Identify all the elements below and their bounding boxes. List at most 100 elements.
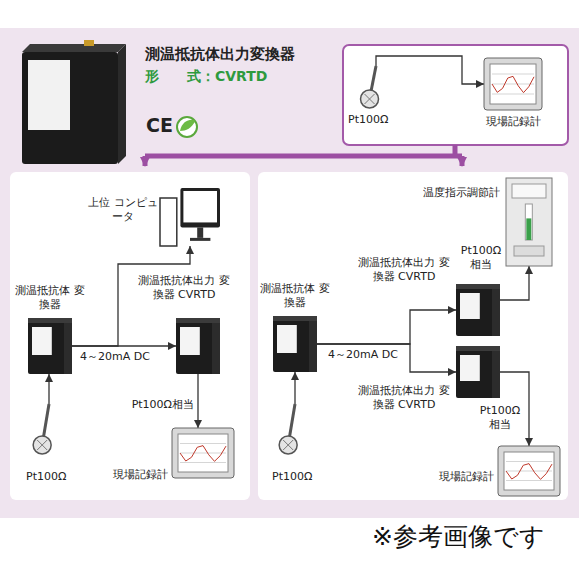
module-node: 測温抵抗体 変換器 xyxy=(273,316,317,372)
module-top xyxy=(28,318,72,323)
lavender-band xyxy=(0,28,579,518)
model-label: 形 式：CVRTD xyxy=(145,68,267,86)
chart-grid xyxy=(492,84,534,85)
recorder-chart xyxy=(504,452,554,490)
module-side xyxy=(309,321,317,372)
chart-grid xyxy=(506,471,552,472)
indicator-node: 温度指示調節計 xyxy=(506,178,552,266)
node-label: 測温抵抗体 変換器 xyxy=(258,282,332,310)
product-side xyxy=(118,44,126,164)
signal-line xyxy=(500,266,529,300)
eco-mark xyxy=(177,117,197,137)
module-shape xyxy=(456,284,500,336)
signal-line xyxy=(317,310,456,344)
pc-base xyxy=(190,238,210,241)
signal-label: 4～20mA DC xyxy=(80,350,172,364)
node-label: 現場記録計 xyxy=(468,115,558,129)
probe-mark xyxy=(365,94,375,104)
product-body xyxy=(22,52,118,164)
recorder-shape xyxy=(172,428,234,478)
split-line xyxy=(145,154,462,159)
indicator-bar xyxy=(525,204,532,240)
probe-head xyxy=(33,436,51,454)
module-node: 測温抵抗体出力 変換器 CVRTD xyxy=(176,318,220,374)
sensor-node: Pt100Ω xyxy=(358,66,394,110)
chart-grid xyxy=(506,461,552,462)
top-frame xyxy=(343,45,568,145)
eco-leaf xyxy=(180,120,195,131)
probe-head xyxy=(361,90,379,108)
product-photo xyxy=(22,40,126,164)
module-top xyxy=(456,284,500,289)
recorder-chart xyxy=(178,434,228,472)
pc-screen xyxy=(183,191,217,222)
chart-grid xyxy=(506,480,552,481)
indicator-shape xyxy=(506,178,552,266)
chart-grid xyxy=(492,94,534,95)
module-body xyxy=(456,346,500,398)
signal-label: Pt100Ω相当 xyxy=(116,398,194,412)
chart-grid xyxy=(180,462,226,463)
probe-mark xyxy=(37,440,47,450)
node-label: 現場記録計 xyxy=(408,470,494,484)
module-shape xyxy=(28,318,72,374)
module-shape xyxy=(176,318,220,374)
branch-arrows xyxy=(145,145,462,166)
pc-stand xyxy=(197,227,203,237)
chart-trace xyxy=(506,464,552,480)
computer-node: 上位 コンピュータ xyxy=(160,188,220,246)
product-clip xyxy=(84,40,94,46)
module-label xyxy=(180,327,200,355)
sensor-shape xyxy=(276,404,314,456)
indicator-readout xyxy=(514,246,544,256)
sensor-shape xyxy=(30,404,68,456)
module-body xyxy=(456,284,500,336)
module-label xyxy=(460,355,480,381)
probe-mark xyxy=(365,94,375,104)
recorder-chart xyxy=(490,64,536,104)
node-label: 測温抵抗体出力 変換器 CVRTD xyxy=(358,384,450,412)
recorder-shape xyxy=(498,446,560,496)
down-arrow xyxy=(460,156,465,166)
node-label: 測温抵抗体出力 変換器 CVRTD xyxy=(138,274,230,302)
module-shape xyxy=(273,316,317,372)
chart-grid xyxy=(180,453,226,454)
pc-tower xyxy=(160,198,177,246)
chart-trace xyxy=(492,76,534,92)
signal-label: Pt100Ω 相当 xyxy=(474,404,526,432)
node-label: Pt100Ω xyxy=(272,470,332,484)
module-side xyxy=(492,289,500,336)
module-top xyxy=(273,316,317,321)
ce-mark: CE xyxy=(146,114,173,136)
right-panel xyxy=(258,172,568,500)
indicator-display xyxy=(512,184,546,198)
down-arrow xyxy=(143,156,148,166)
module-label xyxy=(32,327,52,355)
recorder-node: 現場記録計 xyxy=(484,58,542,110)
node-label: Pt100Ω xyxy=(26,470,86,484)
probe-mark xyxy=(37,440,47,450)
module-node: 測温抵抗体出力 変換器 CVRTD xyxy=(456,284,500,336)
reference-note: ※参考画像です xyxy=(372,520,545,553)
node-label: 現場記録計 xyxy=(98,468,168,482)
indicator-case xyxy=(506,178,552,266)
recorder-node: 現場記録計 xyxy=(498,446,560,496)
recorder-case xyxy=(498,446,560,496)
probe-mark xyxy=(283,440,293,450)
eco-ring xyxy=(177,117,197,137)
module-body xyxy=(273,316,317,372)
node-label: 測温抵抗体出力 変換器 CVRTD xyxy=(358,256,450,284)
left-panel xyxy=(10,172,250,500)
module-shape xyxy=(456,346,500,398)
signal-line xyxy=(197,374,198,428)
signal-line xyxy=(294,372,295,404)
module-label xyxy=(460,293,480,319)
node-label: 上位 コンピュータ xyxy=(88,196,158,224)
module-node: 測温抵抗体 変換器 xyxy=(28,318,72,374)
product-top xyxy=(22,44,126,52)
module-side xyxy=(64,323,72,374)
module-label xyxy=(277,325,297,353)
module-top xyxy=(456,346,500,351)
signal-label: Pt100Ω 相当 xyxy=(456,244,506,272)
